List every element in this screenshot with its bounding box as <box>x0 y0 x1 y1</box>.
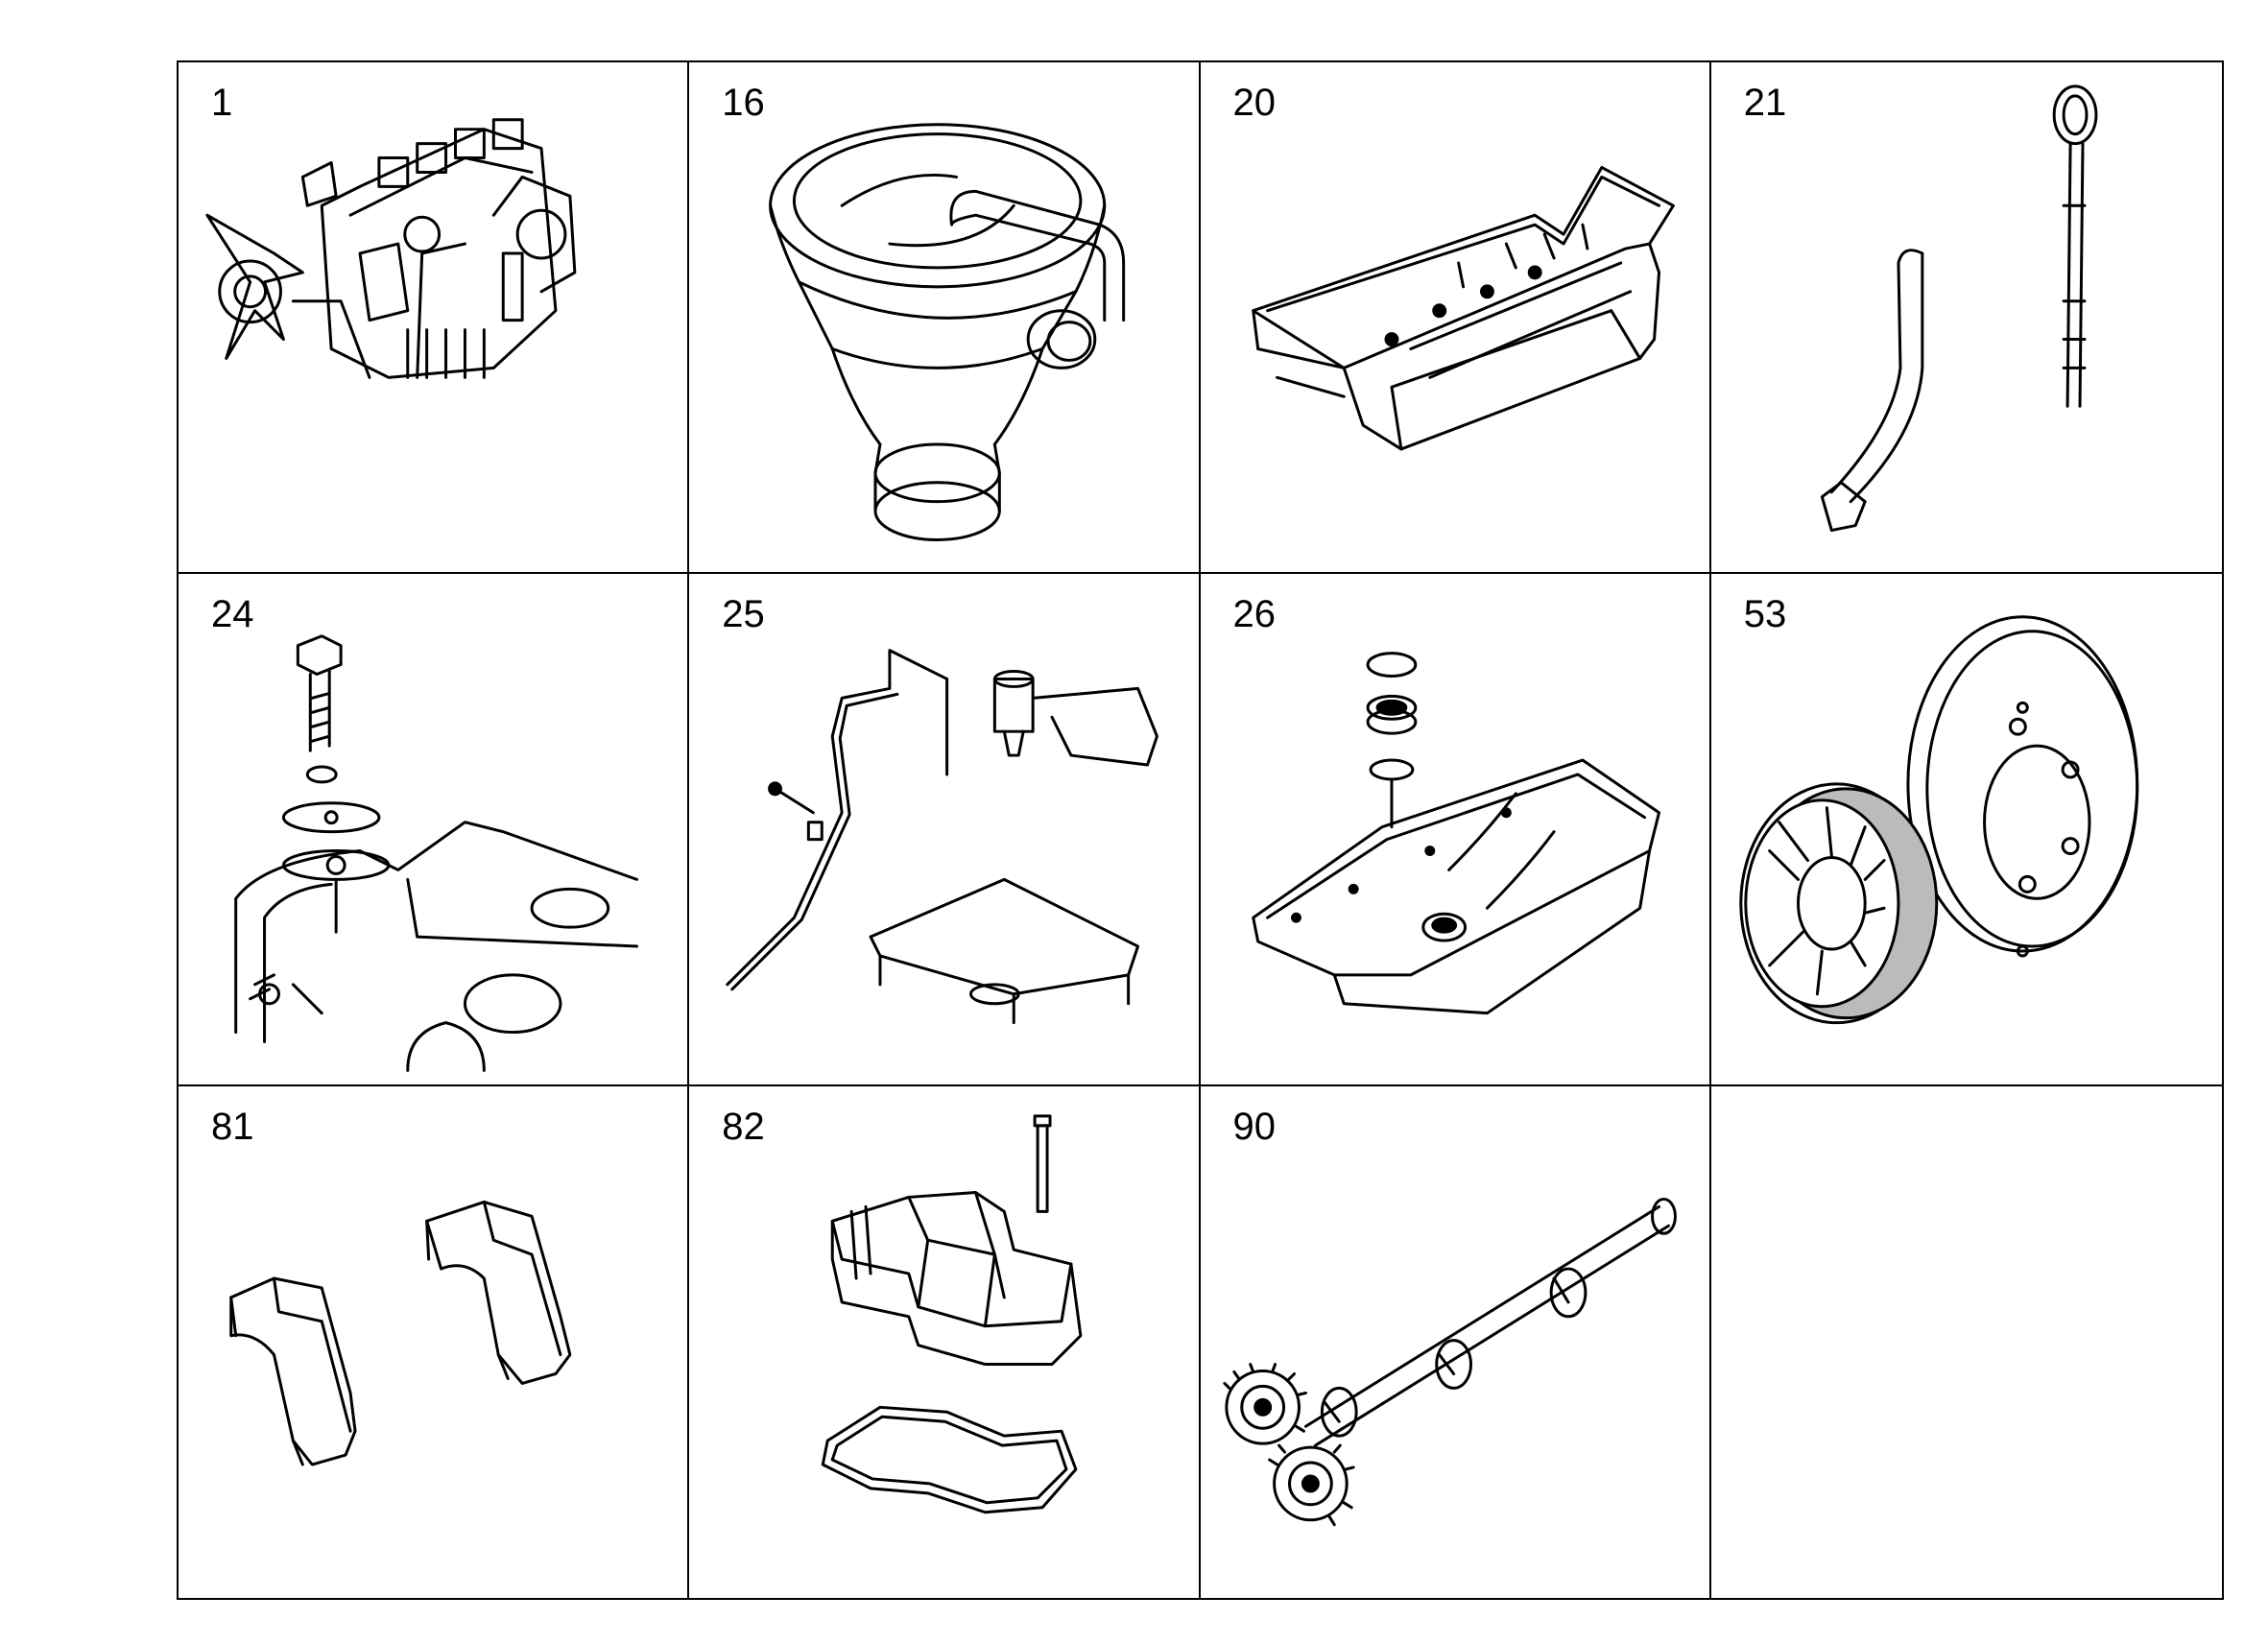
oil-pan-gasket-icon <box>1251 165 1675 451</box>
bearing-cap-icon <box>229 1200 572 1466</box>
part-number: 21 <box>1743 82 1787 124</box>
part-number: 53 <box>1743 593 1787 636</box>
part-cell-21[interactable]: 21 <box>1710 62 2222 575</box>
oil-pump-drive-icon <box>1222 1197 1677 1526</box>
part-number: 81 <box>211 1105 254 1148</box>
part-cell-24[interactable]: 24 <box>179 574 690 1086</box>
oil-filler-funnel-icon <box>769 123 1126 541</box>
part-cell-26[interactable]: 26 <box>1200 574 1711 1086</box>
part-cell-16[interactable]: 16 <box>689 62 1201 575</box>
part-number: 20 <box>1232 82 1277 124</box>
part-cell-81[interactable]: 81 <box>179 1085 690 1598</box>
part-cell-90[interactable]: 90 <box>1201 1085 1711 1598</box>
empty-cell <box>1711 1086 2222 1598</box>
cover-plate-bolt-icon <box>234 634 639 1073</box>
part-cell-20[interactable]: 20 <box>1200 62 1711 575</box>
oil-pan-seal-icon <box>1251 652 1660 1015</box>
part-number: 1 <box>211 82 233 124</box>
oil-line-filter-icon <box>726 649 1159 1025</box>
cylinder-head-cover-icon <box>822 1114 1083 1513</box>
parts-grid: 1 16 <box>177 60 2224 1600</box>
part-cell-25[interactable]: 25 <box>689 574 1201 1086</box>
engine-icon <box>205 118 577 379</box>
part-cell-53[interactable]: 53 <box>1710 574 2222 1086</box>
part-number: 24 <box>211 593 254 636</box>
dipstick-icon <box>1820 84 2098 533</box>
part-cell-82[interactable]: 82 <box>689 1085 1201 1598</box>
part-cell-1[interactable]: 1 <box>179 62 690 575</box>
vibration-damper-icon <box>1739 615 2138 1025</box>
part-number: 25 <box>722 593 765 636</box>
part-number: 90 <box>1232 1105 1277 1148</box>
part-number: 16 <box>722 82 765 124</box>
part-number: 26 <box>1232 593 1277 636</box>
part-number: 82 <box>722 1105 765 1148</box>
